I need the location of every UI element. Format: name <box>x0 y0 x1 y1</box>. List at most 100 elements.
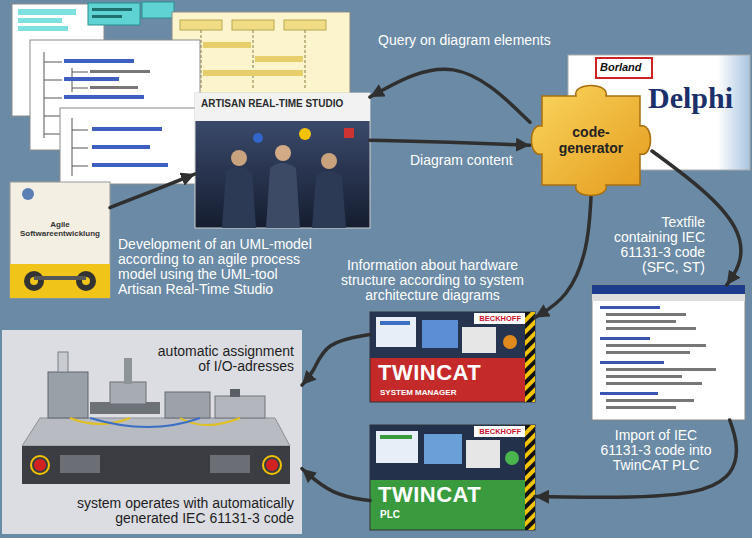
twincat-plc-art <box>370 425 535 530</box>
production-system-photo <box>110 382 146 404</box>
production-system-photo <box>266 459 278 471</box>
twincat-plc-art <box>376 431 418 463</box>
artisan-box-art <box>275 145 291 161</box>
uml-screenshots <box>180 20 222 30</box>
textfile-screenshot <box>606 327 696 330</box>
uml-screenshots <box>232 20 274 30</box>
code-generator-puzzle: code- generator <box>530 82 652 197</box>
twincat-plc-art <box>380 435 412 439</box>
book-cover-art <box>22 188 34 200</box>
production-system-photo <box>31 456 49 474</box>
twincat-plc-art <box>474 426 525 437</box>
production-system-photo <box>2 330 302 534</box>
twincat-plc-art <box>466 440 500 468</box>
textfile-screenshot <box>600 392 658 395</box>
uml-screenshots <box>64 59 134 63</box>
uml-screenshots <box>255 56 303 62</box>
production-system-photo <box>165 392 210 418</box>
flow-label: Development of an UML-model according to… <box>118 237 318 297</box>
uml-screenshots <box>60 108 200 184</box>
twincat-system-manager-art <box>462 327 496 353</box>
flow-label: Query on diagram elements <box>378 33 551 48</box>
production-system-photo <box>124 358 132 384</box>
textfile-screenshot <box>606 375 682 378</box>
uml-screenshots <box>92 15 122 18</box>
artisan-box-art <box>321 153 337 169</box>
uml-screenshots <box>64 95 144 99</box>
note-text: system operates with automatically gener… <box>66 496 294 526</box>
uml-screenshots <box>284 20 326 30</box>
textfile-screenshot <box>606 382 702 385</box>
production-system-photo <box>90 418 200 427</box>
production-system-photo <box>58 352 68 372</box>
twincat-system-manager-box: BECKHOFFTWINCATSYSTEM MANAGER <box>370 312 535 402</box>
uml-screenshots <box>203 70 303 76</box>
production-system-photo <box>230 389 240 397</box>
artisan-box-art <box>231 150 247 166</box>
production-system-photo <box>210 455 250 473</box>
flow-arrow <box>535 197 591 317</box>
textfile-screenshot <box>606 351 690 354</box>
production-system-photo <box>22 446 290 484</box>
artisan-box-art <box>222 167 256 228</box>
twincat-system-manager-art <box>422 320 458 348</box>
uml-screenshots <box>92 127 162 131</box>
flow-arrow <box>370 140 530 145</box>
textfile-screenshot <box>592 294 745 301</box>
artisan-product-box: ARTISAN REAL-TIME STUDIO <box>195 93 370 228</box>
flow-label: Information about hardware structure acc… <box>330 258 535 303</box>
textfile-screenshot-box: Textfile containing IEC 61131-3 code (SF… <box>592 285 745 420</box>
book-cover-art <box>76 271 96 291</box>
production-system-photo <box>215 396 265 418</box>
artisan-box-art <box>312 171 346 228</box>
twincat-system-manager-art <box>474 313 525 324</box>
artisan-box-art <box>195 93 370 228</box>
textfile-screenshot <box>600 361 664 364</box>
uml-screenshots <box>92 8 132 11</box>
artisan-box-art <box>266 163 300 228</box>
textfile-screenshot <box>606 368 716 371</box>
flow-label: Import of IEC 61131-3 code into TwinCAT … <box>597 428 715 473</box>
flow-label: Diagram content <box>410 153 513 168</box>
flow-arrow <box>110 174 195 208</box>
artisan-box-art <box>195 93 370 228</box>
uml-screenshots <box>142 2 174 18</box>
uml-screenshots <box>64 77 119 81</box>
book-cover-art <box>10 264 110 298</box>
uml-screenshots <box>88 3 140 25</box>
production-system-photo <box>34 459 46 471</box>
production-system-photo <box>22 418 290 446</box>
uml-screenshots <box>18 9 76 15</box>
textfile-screenshot <box>600 306 660 309</box>
production-system-photo <box>60 455 100 473</box>
twincat-system-manager-art <box>380 321 410 325</box>
product-name: TWINCAT <box>378 360 481 386</box>
product-name: Delphi <box>648 81 733 115</box>
book-title: Agile Softwareentwicklung <box>15 220 105 238</box>
uml-screenshots <box>92 145 150 149</box>
brand-label: BECKHOFF <box>479 427 521 436</box>
flow-arrow <box>302 469 370 501</box>
book-cover: Agile Softwareentwicklung <box>10 182 110 298</box>
textfile-screenshot <box>606 399 694 402</box>
uml-screenshots <box>203 42 251 48</box>
textfile-screenshot <box>606 406 676 409</box>
brand-label: Borland <box>600 61 642 73</box>
uml-screenshots <box>72 118 88 176</box>
textfile-screenshot <box>600 337 650 340</box>
twincat-plc-art <box>370 425 525 480</box>
textfile-screenshot <box>606 313 686 316</box>
connectors <box>110 69 741 500</box>
production-system-photo <box>48 372 88 418</box>
module-name: SYSTEM MANAGER <box>380 388 456 397</box>
delphi-box-art <box>596 58 652 78</box>
artisan-box-art <box>195 93 370 121</box>
artisan-box-art <box>253 133 263 143</box>
flow-arrow <box>535 420 736 497</box>
twincat-system-manager-art <box>370 312 535 402</box>
production-system-panel: automatic assignment of I/O-adressessyst… <box>2 330 302 534</box>
production-system-photo <box>263 456 281 474</box>
twincat-system-manager-art <box>370 312 535 402</box>
